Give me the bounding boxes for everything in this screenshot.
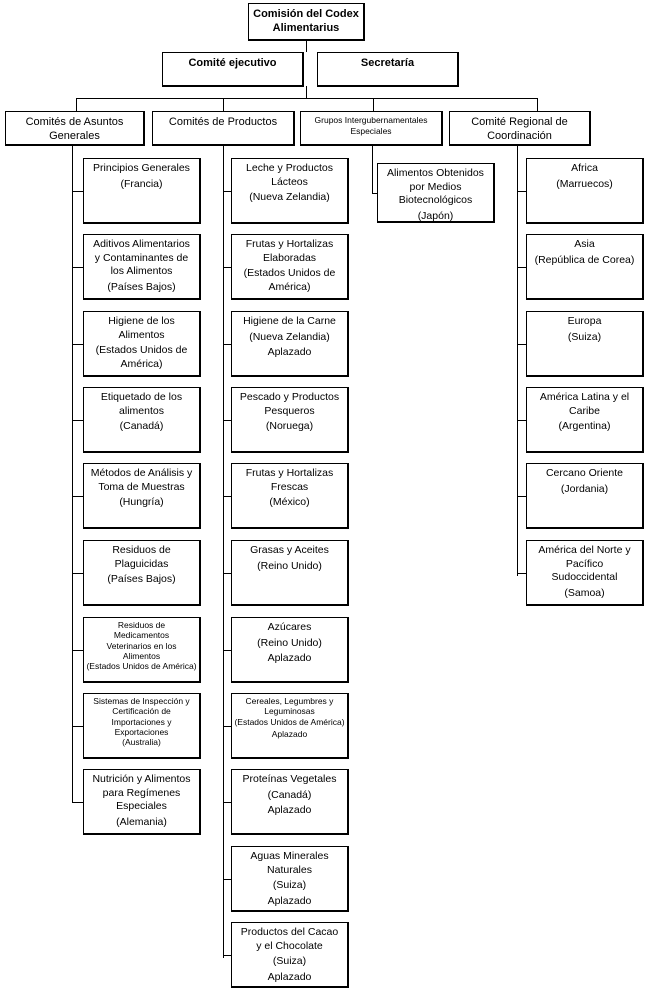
general-stub-6 [72,573,83,574]
committee-fish-products: Pescado y Productos Pesqueros (Noruega) [231,387,349,453]
committee-methods-analysis: Métodos de Análisis y Toma de Muestras (… [83,463,201,529]
regional-stub-4 [517,420,526,421]
committee-fats-oils: Grasas y Aceites (Reino Unido) [231,540,349,606]
intergov-groups-label: Grupos Intergubernamentales Especiales [314,115,428,136]
regional-europe: Europa (Suiza) [526,311,644,377]
general-stub-5 [72,496,83,497]
products-stub-5 [223,496,231,497]
general-stub-8 [72,726,83,727]
committee-fresh-fruits-vegetables: Frutas y Hortalizas Frescas (México) [231,463,349,529]
products-stub-6 [223,573,231,574]
codex-commission-label: Comisión del Codex Alimentarius [253,8,359,35]
product-committees-header: Comités de Productos [152,111,295,146]
committee-general-principles: Principios Generales (Francia) [83,158,201,224]
secretariat-box: Secretaría [317,52,459,87]
committee-sugars: Azúcares (Reino Unido) Aplazado [231,617,349,683]
executive-committee-label: Comité ejecutivo [188,57,277,69]
regional-asia: Asia (República de Corea) [526,234,644,300]
products-stub-2 [223,267,231,268]
regional-africa: Africa (Marruecos) [526,158,644,224]
products-stub-8 [223,726,231,727]
general-stub-9 [72,802,83,803]
committee-food-additives: Aditivos Alimentarios y Contaminantes de… [83,234,201,300]
regional-committee-header: Comité Regional de Coordinación [449,111,591,146]
connector-products-top [223,98,224,112]
connector-intergov-top [373,98,374,112]
products-stub-1 [223,191,231,192]
connector-general-spine [72,146,73,802]
general-stub-2 [72,267,83,268]
connector-regional-spine [517,146,518,576]
products-stub-10 [223,879,231,880]
regional-committee-label: Comité Regional de Coordinación [471,116,568,143]
committee-vegetable-proteins: Proteínas Vegetales (Canadá) Aplazado [231,769,349,835]
committee-food-labelling: Etiquetado de los alimentos (Canadá) [83,387,201,453]
connector-trunk [306,86,307,99]
general-stub-1 [72,191,83,192]
group-biotechnology-foods: Alimentos Obtenidos por Medios Biotecnol… [377,163,495,223]
general-stub-4 [72,420,83,421]
connector-root-down [306,38,307,52]
products-stub-11 [223,955,231,956]
general-committees-label: Comités de Asuntos Generales [25,116,124,143]
general-stub-3 [72,344,83,345]
regional-stub-6 [517,573,526,574]
general-stub-7 [72,650,83,651]
products-stub-9 [223,802,231,803]
committee-nutrition-special-diets: Nutrición y Alimentos para Regímenes Esp… [83,769,201,835]
products-stub-7 [223,650,231,651]
connector-general-top [76,98,77,112]
secretariat-label: Secretaría [360,57,415,69]
committee-veterinary-drug-residues: Residuos de Medicamentos Veterinarios en… [83,617,201,683]
products-stub-4 [223,420,231,421]
regional-stub-1 [517,191,526,192]
executive-committee-box: Comité ejecutivo [162,52,304,87]
regional-stub-5 [517,496,526,497]
committee-cocoa-chocolate: Productos del Cacao y el Chocolate (Suiz… [231,922,349,988]
regional-north-america-pacific: América del Norte y Pacífico Sudoccident… [526,540,644,606]
committee-food-hygiene: Higiene de los Alimentos (Estados Unidos… [83,311,201,377]
regional-latin-america-caribbean: América Latina y el Caribe (Argentina) [526,387,644,453]
regional-stub-3 [517,344,526,345]
committee-pesticide-residues: Residuos de Plaguicidas (Países Bajos) [83,540,201,606]
intergov-stub-1 [372,193,377,194]
general-committees-header: Comités de Asuntos Generales [5,111,145,146]
committee-meat-hygiene: Higiene de la Carne (Nueva Zelandia) Apl… [231,311,349,377]
committee-import-export-inspection: Sistemas de Inspección y Certificación d… [83,693,201,759]
intergov-groups-header: Grupos Intergubernamentales Especiales [300,111,443,146]
committee-cereals-legumes: Cereales, Legumbres y Leguminosas (Estad… [231,693,349,759]
committee-milk-products: Leche y Productos Lácteos (Nueva Zelandi… [231,158,349,224]
regional-stub-2 [517,267,526,268]
product-committees-label: Comités de Productos [168,116,278,128]
connector-regional-top [537,98,538,112]
products-stub-3 [223,344,231,345]
connector-intergov-spine [372,146,373,194]
regional-near-east: Cercano Oriente (Jordania) [526,463,644,529]
codex-commission-box: Comisión del Codex Alimentarius [248,3,365,41]
committee-processed-fruits-vegetables: Frutas y Hortalizas Elaboradas (Estados … [231,234,349,300]
connector-products-spine [223,146,224,958]
committee-mineral-waters: Aguas Minerales Naturales (Suiza) Aplaza… [231,846,349,912]
